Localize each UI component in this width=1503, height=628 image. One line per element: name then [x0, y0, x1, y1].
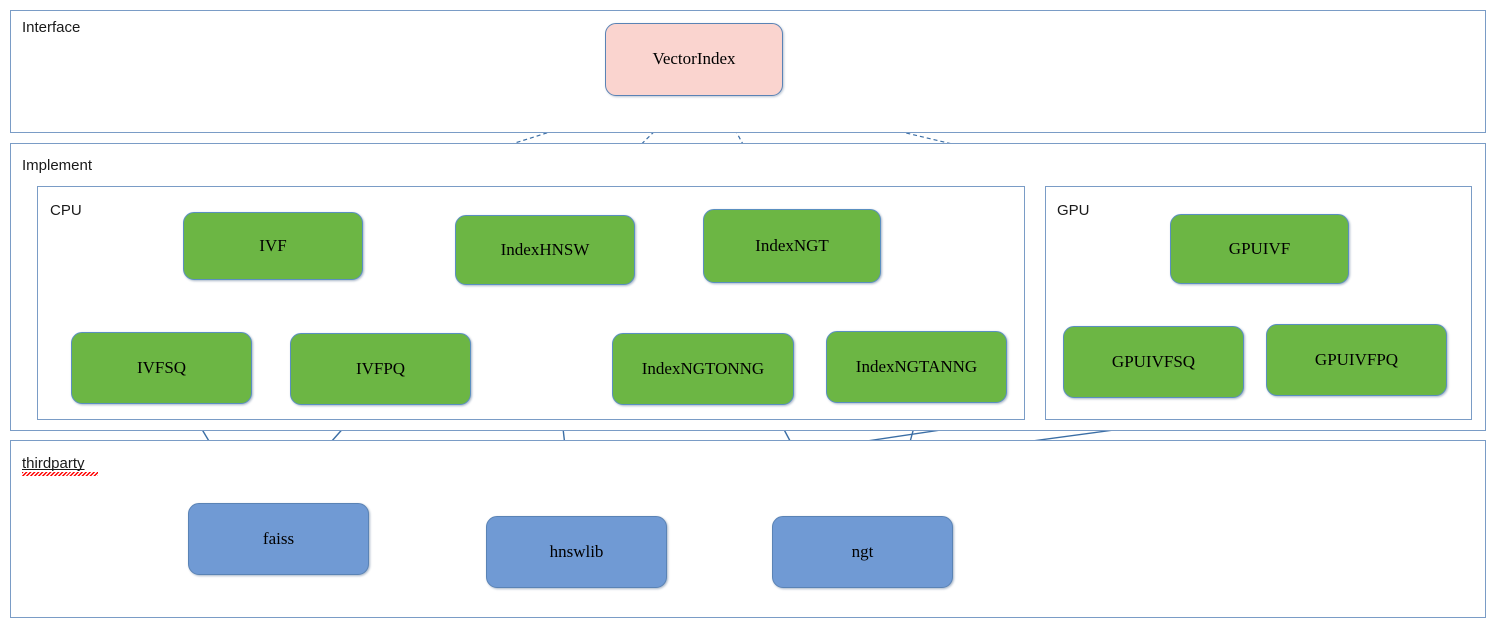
- container-label-gpu: GPU: [1057, 202, 1090, 219]
- node-indexngtanng[interactable]: IndexNGTANNG: [826, 331, 1007, 403]
- node-ivf[interactable]: IVF: [183, 212, 363, 280]
- node-gpuivfpq[interactable]: GPUIVFPQ: [1266, 324, 1447, 396]
- node-label-faiss: faiss: [262, 528, 295, 548]
- node-label-vectorindex: VectorIndex: [652, 49, 736, 69]
- node-label-ivfpq: IVFPQ: [355, 358, 406, 378]
- node-label-indexngtonng: IndexNGTONNG: [641, 358, 765, 378]
- node-ivfpq[interactable]: IVFPQ: [290, 333, 471, 405]
- node-label-gpuivf: GPUIVF: [1228, 238, 1291, 258]
- node-label-hnswlib: hnswlib: [549, 541, 604, 561]
- node-indexngt[interactable]: IndexNGT: [703, 209, 881, 283]
- node-indexhnsw[interactable]: IndexHNSW: [455, 215, 635, 285]
- container-label-cpu: CPU: [50, 202, 82, 219]
- node-label-ngt: ngt: [851, 541, 874, 561]
- node-vectorindex[interactable]: VectorIndex: [605, 23, 783, 96]
- node-label-gpuivfpq: GPUIVFPQ: [1314, 349, 1399, 369]
- node-label-indexhnsw: IndexHNSW: [500, 239, 590, 259]
- node-label-gpuivfsq: GPUIVFSQ: [1111, 351, 1196, 371]
- node-hnswlib[interactable]: hnswlib: [486, 516, 667, 588]
- node-gpuivf[interactable]: GPUIVF: [1170, 214, 1349, 284]
- container-label-implement: Implement: [22, 157, 93, 174]
- container-label-thirdparty: thirdparty: [22, 455, 85, 472]
- node-label-ivfsq: IVFSQ: [136, 357, 187, 377]
- node-ivfsq[interactable]: IVFSQ: [71, 332, 252, 404]
- node-gpuivfsq[interactable]: GPUIVFSQ: [1063, 326, 1244, 398]
- node-ngt[interactable]: ngt: [772, 516, 953, 588]
- container-label-interface: Interface: [22, 19, 81, 36]
- node-faiss[interactable]: faiss: [188, 503, 369, 575]
- node-label-indexngtanng: IndexNGTANNG: [855, 356, 978, 376]
- node-label-indexngt: IndexNGT: [755, 235, 829, 255]
- node-indexngtonng[interactable]: IndexNGTONNG: [612, 333, 794, 405]
- node-label-ivf: IVF: [259, 235, 287, 255]
